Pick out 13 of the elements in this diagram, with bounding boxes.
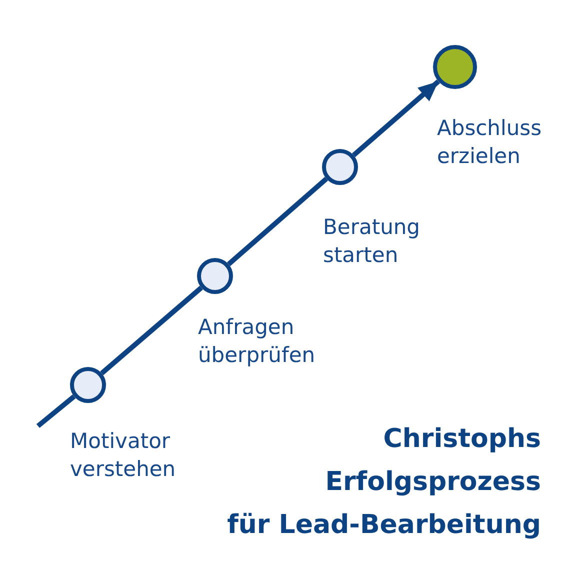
- arrow: [352, 80, 440, 158]
- title: Christophs Erfolgsprozess für Lead-Bearbeitung: [227, 423, 541, 542]
- milestone-circle: [197, 258, 233, 294]
- connector-line: [100, 286, 203, 376]
- step-label: Beratung starten: [323, 214, 420, 269]
- step-label: Abschluss erzielen: [437, 115, 542, 170]
- milestone-circle: [433, 45, 477, 89]
- milestone-circle: [322, 149, 358, 185]
- step-label: Anfragen überprüfen: [198, 314, 316, 369]
- step-label: Motivator verstehen: [70, 428, 176, 483]
- milestone-circle: [70, 367, 106, 403]
- connector-line: [226, 176, 328, 266]
- connector-line: [36, 394, 76, 428]
